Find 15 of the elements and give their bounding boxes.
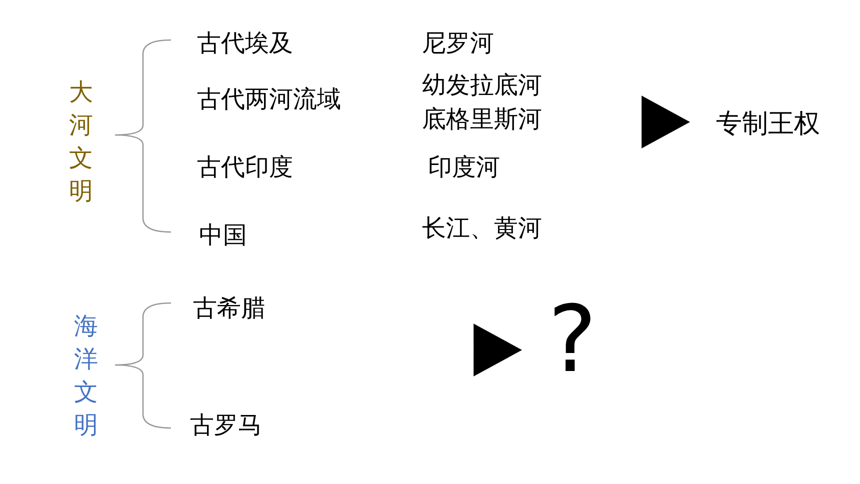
category-label: 海洋文明	[73, 311, 99, 441]
item-label: 印度河	[428, 152, 500, 182]
item-label: 长江、黄河	[422, 213, 542, 243]
item-label: 幼发拉底河	[422, 70, 542, 100]
result-label: 专制王权	[716, 107, 820, 141]
item-label: 古代埃及	[197, 28, 293, 58]
item-label: 古代印度	[197, 152, 293, 182]
question-mark: ?	[548, 290, 597, 390]
item-label: 古罗马	[190, 410, 262, 440]
category-label: 大河文明	[68, 77, 94, 207]
item-label: 底格里斯河	[422, 104, 542, 134]
item-label: 尼罗河	[422, 28, 494, 58]
item-label: 古希腊	[193, 293, 265, 323]
item-label: 古代两河流域	[197, 84, 341, 114]
item-label: 中国	[199, 220, 247, 250]
